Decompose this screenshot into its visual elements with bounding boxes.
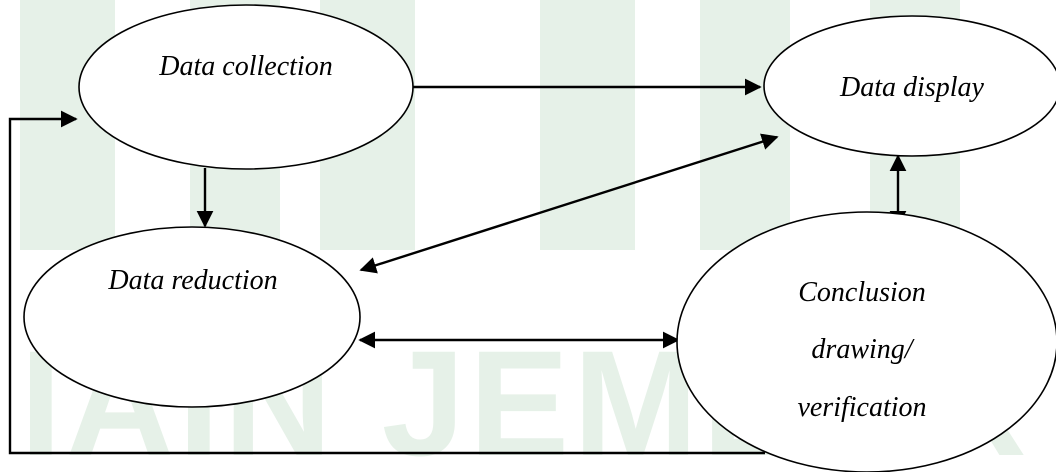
label-conclusion-line1: Conclusion [798, 277, 926, 308]
label-conclusion-line3: verification [797, 392, 926, 423]
node-conclusion: Conclusion drawing/ verification [676, 211, 1056, 472]
node-data-reduction: Data reduction [23, 226, 361, 408]
label-data-collection: Data collection [158, 51, 332, 82]
ellipse-data-display [763, 15, 1056, 157]
node-data-collection: Data collection [78, 4, 414, 170]
ellipse-data-collection [78, 4, 414, 170]
node-data-display: Data display [763, 15, 1056, 157]
ellipse-data-reduction [23, 226, 361, 408]
arrow-reduction-display-bidirectional [359, 133, 779, 274]
label-data-reduction: Data reduction [107, 265, 277, 296]
diagram-edges [8, 78, 907, 455]
label-conclusion-line2: drawing/ [811, 334, 914, 365]
label-data-display: Data display [839, 72, 984, 103]
ellipse-conclusion [676, 211, 1056, 472]
arrow-feedback-loop [8, 110, 765, 455]
